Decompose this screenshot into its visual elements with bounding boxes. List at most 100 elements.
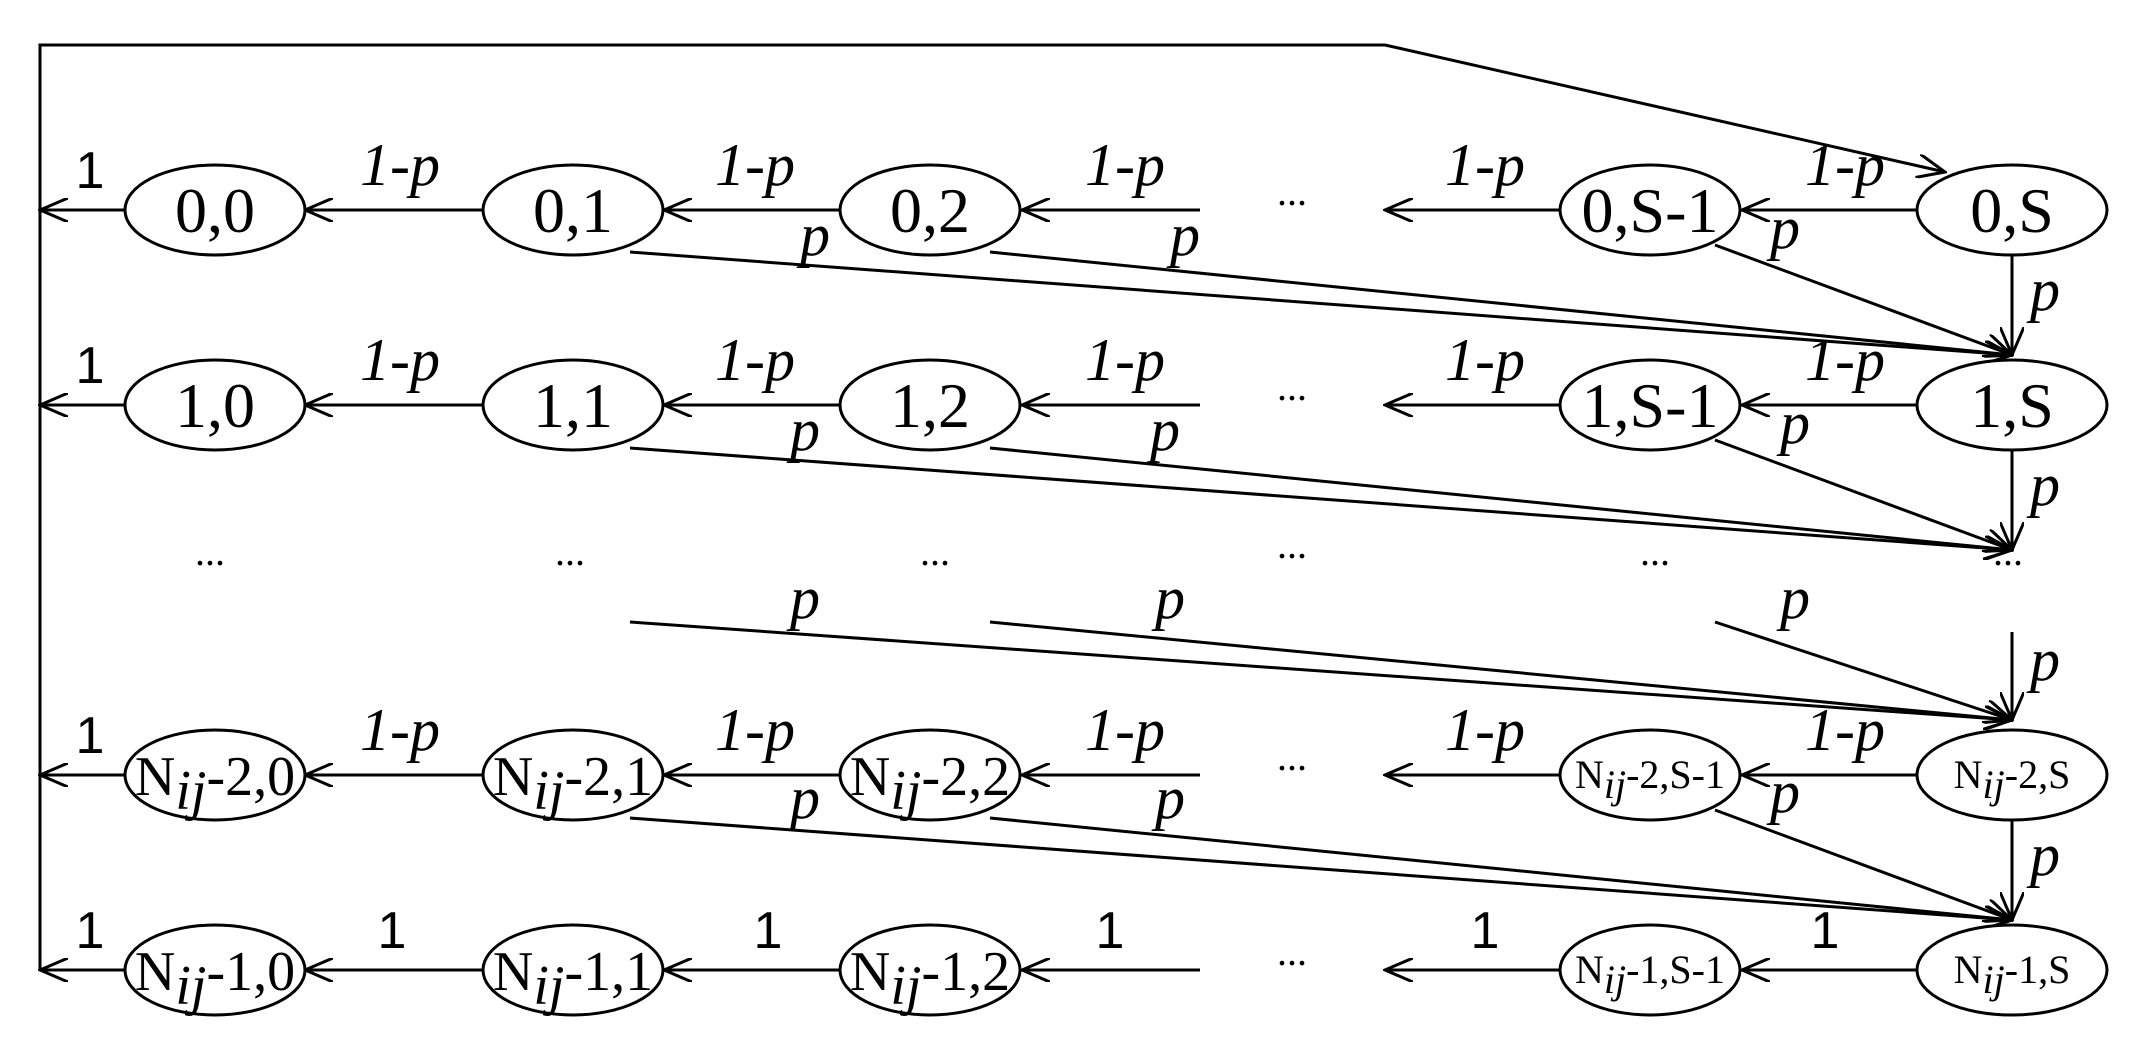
state-1-2-label: 1,2 [890,370,970,441]
label-r1-p1: p [786,397,820,463]
label-r0-e1: 1-p [360,132,440,198]
ellipsis-col-4: ... [1640,529,1670,574]
ellipsis-r2: ... [1277,734,1307,779]
label-r3-e1: 1 [378,902,407,960]
ellipsis-col-5: ... [1993,529,2023,574]
label-r1-e1: 1-p [360,327,440,393]
state-n1-s1 [1558,923,1742,1017]
state-n2-2-label: Nij-2,2 [850,746,1010,822]
label-r0-p2: p [1166,202,1200,268]
ellipsis-r1: ... [1277,364,1307,409]
state-0-2 [838,163,1022,257]
ellipsis-row: ... ... ... ... ... ... p p p p [195,522,2060,720]
label-mid-p2: p [1151,565,1185,631]
state-n2-0 [123,728,307,822]
label-r0-e4: 1-p [1445,132,1525,198]
label-r3-exit: 1 [76,902,105,960]
state-0-s1 [1558,163,1742,257]
edge-r1-2-down [989,446,2012,550]
state-n2-1-label: Nij-2,1 [493,746,653,822]
state-0-0-label: 0,0 [175,175,255,246]
state-0-s1-label: 0,S-1 [1582,175,1719,246]
row-n-1: Nij-1,0 Nij-1,1 Nij-1,2 Nij-1,S-1 Nij-1,… [40,902,2109,1017]
state-n1-0-label: Nij-1,0 [135,941,295,1017]
label-r1-e5: 1-p [1805,327,1885,393]
label-r2-p3: p [1766,759,1800,825]
edge-r2-s1-down [1714,808,2012,920]
state-0-1-label: 0,1 [533,175,613,246]
label-r2-e4: 1-p [1445,697,1525,763]
state-0-0 [123,163,307,257]
ellipsis-r3: ... [1277,929,1307,974]
state-n1-0 [123,923,307,1017]
state-n2-s1-label: Nij-2,S-1 [1575,752,1725,807]
state-1-s [1915,358,2109,452]
edge-r2-1-down [629,816,2012,920]
state-1-1-label: 1,1 [533,370,613,441]
state-n2-s-label: Nij-2,S [1954,752,2071,807]
state-n1-2-label: Nij-1,2 [850,941,1010,1017]
state-n2-s1 [1558,728,1742,822]
state-n1-s-label: Nij-1,S [1954,947,2071,1002]
label-r3-e4: 1 [1471,902,1500,960]
label-r0-p3: p [1766,195,1800,261]
state-1-1 [481,358,665,452]
ellipsis-col-2: ... [920,529,950,574]
label-mid-p3: p [1776,565,1810,631]
edge-mid-2-down [989,620,2012,720]
edge-r0-2-down [989,250,2012,355]
label-r1-p2: p [1146,397,1180,463]
label-r0-p1: p [796,202,830,268]
label-r2-e5: 1-p [1805,697,1885,763]
ellipsis-col-3: ... [1277,522,1307,567]
label-r1-e3: 1-p [1085,327,1165,393]
label-r2-p4: p [2026,822,2060,888]
feedback-loop-edge [38,43,1945,970]
label-r0-p4: p [2026,257,2060,323]
edge-r1-s1-down [1714,438,2012,550]
label-r2-e2: 1-p [715,697,795,763]
edge-r0-s1-down [1714,243,2012,355]
edge-r2-2-down [989,816,2012,920]
state-1-s-label: 1,S [1970,370,2054,441]
label-r2-e1: 1-p [360,697,440,763]
label-r2-e3: 1-p [1085,697,1165,763]
label-r3-e5: 1 [1811,902,1840,960]
label-r0-e3: 1-p [1085,132,1165,198]
label-r1-p3: p [1776,390,1810,456]
label-r1-e4: 1-p [1445,327,1525,393]
state-n1-1 [481,923,665,1017]
state-1-2 [838,358,1022,452]
state-1-0-label: 1,0 [175,370,255,441]
label-r0-exit: 1 [76,142,105,200]
row-0: 0,0 0,1 0,2 0,S-1 0,S 1 1-p 1-p 1-p 1-p … [40,132,2109,355]
row-n-2: Nij-2,0 Nij-2,1 Nij-2,2 Nij-2,S-1 Nij-2,… [40,697,2109,920]
label-r2-exit: 1 [76,707,105,765]
state-n2-1 [481,728,665,822]
state-n2-s [1915,728,2109,822]
label-mid-p4: p [2026,627,2060,693]
label-r2-p2: p [1151,765,1185,831]
label-r1-e2: 1-p [715,327,795,393]
state-1-s1-label: 1,S-1 [1582,370,1719,441]
label-r0-e5: 1-p [1805,132,1885,198]
label-r2-p1: p [786,765,820,831]
state-1-0 [123,358,307,452]
ellipsis-r0: ... [1277,169,1307,214]
state-n2-2 [838,728,1022,822]
edge-r0-1-down [629,250,2012,355]
state-0-s-label: 0,S [1970,175,2054,246]
ellipsis-col-0: ... [195,529,225,574]
label-r1-exit: 1 [76,337,105,395]
state-n1-2 [838,923,1022,1017]
edge-mid-1-down [629,620,2012,720]
label-r3-e3: 1 [1096,902,1125,960]
row-1: 1,0 1,1 1,2 1,S-1 1,S 1 1-p 1-p 1-p 1-p … [40,327,2109,550]
state-n1-s [1915,923,2109,1017]
label-r3-e2: 1 [754,902,783,960]
ellipsis-col-1: ... [555,529,585,574]
edge-mid-s1-down [1714,620,2012,720]
state-n2-0-label: Nij-2,0 [135,746,295,822]
state-0-s [1915,163,2109,257]
